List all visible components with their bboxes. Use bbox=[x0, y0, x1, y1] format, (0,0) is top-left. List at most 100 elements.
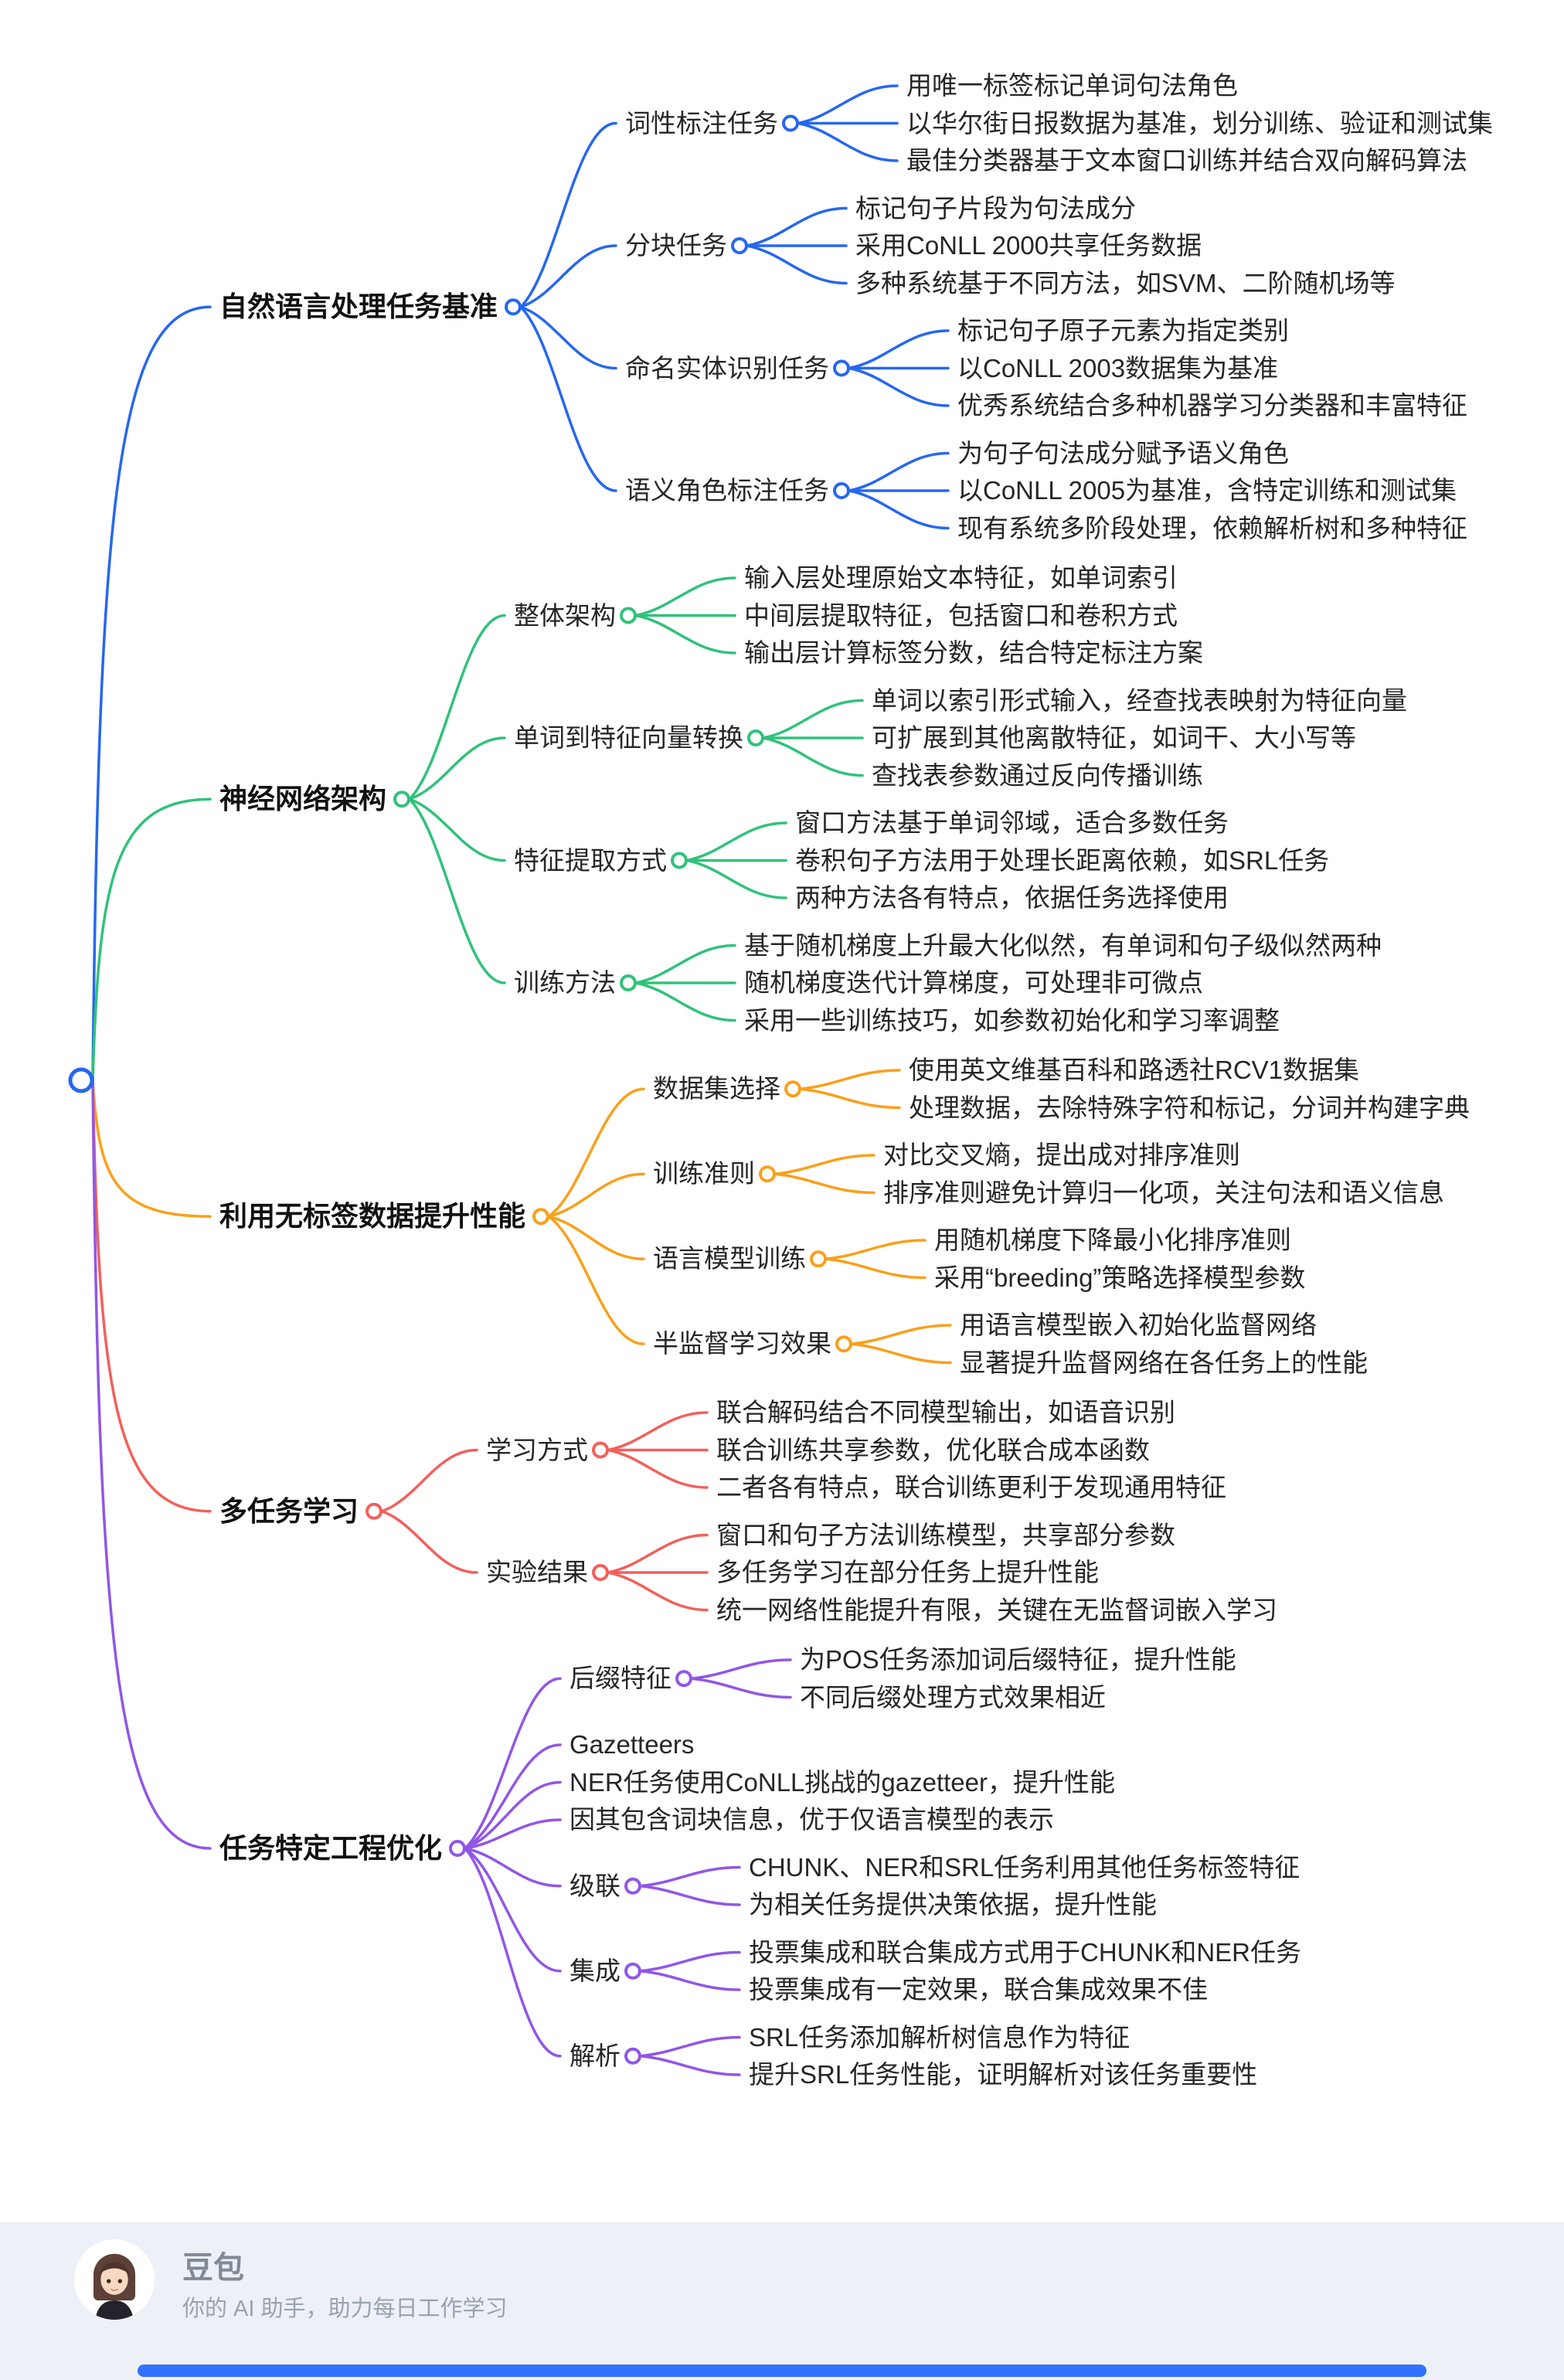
edge-curve bbox=[380, 1448, 478, 1513]
leaf-node-text[interactable]: 输出层计算标签分数，结合特定标注方案 bbox=[744, 638, 1203, 667]
leaf-node-text[interactable]: 以CoNLL 2005为基准，含特定训练和测试集 bbox=[957, 476, 1457, 505]
edge-curve bbox=[634, 576, 736, 617]
leaf-node-text[interactable]: 单词以索引形式输入，经查找表映射为特征向量 bbox=[872, 685, 1407, 715]
leaf-node-text[interactable]: 随机梯度迭代计算梯度，可处理非可微点 bbox=[744, 968, 1203, 997]
sub-node-label[interactable]: 特征提取方式 bbox=[514, 845, 667, 875]
leaf-node-text[interactable]: 不同后缀处理方式效果相近 bbox=[800, 1682, 1106, 1712]
leaf-node-text[interactable]: 对比交叉熵，提出成对排序准则 bbox=[883, 1141, 1240, 1169]
edge-curve bbox=[685, 821, 787, 862]
leaf-node-text[interactable]: 显著提升监督网络在各任务上的性能 bbox=[960, 1348, 1368, 1377]
leaf-node-text[interactable]: 为相关任务提供决策依据，提升性能 bbox=[749, 1890, 1157, 1919]
leaf-node-text[interactable]: 采用CoNLL 2000共享任务数据 bbox=[855, 231, 1202, 260]
leaf-node-text[interactable]: 查找表参数通过反向传播训练 bbox=[872, 760, 1203, 790]
leaf-node-text[interactable]: 优秀系统结合多种机器学习分类器和丰富特征 bbox=[957, 391, 1467, 420]
edge-curve bbox=[762, 736, 864, 777]
leaf-node-text[interactable]: 用随机梯度下降最小化排序准则 bbox=[934, 1226, 1291, 1254]
sub-node-label[interactable]: 后缀特征 bbox=[570, 1664, 672, 1693]
edge-curve bbox=[464, 1847, 562, 1888]
edge-curve bbox=[848, 366, 950, 407]
label-layer: 自然语言处理任务基准 词性标注任务 用唯一标签标记单词句法角色以华尔街日报数据为基准… bbox=[219, 71, 1493, 2089]
sub-node-label[interactable]: 训练方法 bbox=[514, 968, 616, 997]
leaf-node-text[interactable]: SRL任务添加解析树信息作为特征 bbox=[749, 2022, 1130, 2052]
root-node-circle[interactable] bbox=[68, 1067, 94, 1093]
leaf-node-text[interactable]: 为句子句法成分赋予语义角色 bbox=[957, 438, 1289, 468]
leaf-node-text[interactable]: 用唯一标签标记单词句法角色 bbox=[906, 71, 1238, 100]
edge-curve bbox=[547, 1087, 645, 1218]
leaf-node-text[interactable]: 投票集成和联合集成方式用于CHUNK和NER任务 bbox=[749, 1937, 1302, 1967]
edge-curve bbox=[762, 699, 864, 740]
sub-node-label[interactable]: 解析 bbox=[570, 2041, 620, 2070]
leaf-node-text[interactable]: 处理数据，去除特殊字符和标记，分词并构建字典 bbox=[909, 1093, 1470, 1122]
sub-node-label[interactable]: 实验结果 bbox=[486, 1558, 588, 1586]
edge-curve bbox=[408, 797, 506, 862]
sub-node-label[interactable]: 词性标注任务 bbox=[625, 108, 778, 138]
leaf-node-text[interactable]: 两种方法各有特点，依据任务选择使用 bbox=[795, 883, 1229, 912]
sub-node-label[interactable]: 单词到特征向量转换 bbox=[514, 723, 743, 752]
edge-curve bbox=[408, 797, 506, 984]
leaf-node-text[interactable]: 用语言模型嵌入初始化监督网络 bbox=[960, 1311, 1317, 1339]
leaf-node-text[interactable]: 投票集成有一定效果，联合集成效果不佳 bbox=[749, 1975, 1208, 2004]
edge-curve bbox=[774, 1172, 876, 1195]
branch-node-label[interactable]: 任务特定工程优化 bbox=[219, 1832, 443, 1864]
edge-curve bbox=[799, 1069, 901, 1090]
edge-curve bbox=[639, 1885, 741, 1906]
leaf-node-text[interactable]: 标记句子原子元素为指定类别 bbox=[957, 316, 1289, 345]
leaf-node-text[interactable]: 卷积句子方法用于处理长距离依赖，如SRL任务 bbox=[795, 845, 1330, 875]
leaf-node-text[interactable]: 现有系统多阶段处理，依赖解析树和多种特征 bbox=[957, 513, 1467, 542]
leaf-node-text[interactable]: 使用英文维基百科和路透社RCV1数据集 bbox=[909, 1056, 1360, 1084]
leaf-node-text[interactable]: 提升SRL任务性能，证明解析对该任务重要性 bbox=[749, 2060, 1258, 2089]
leaf-node-text[interactable]: 采用“breeding”策略选择模型参数 bbox=[934, 1263, 1306, 1292]
leaf-node-text[interactable]: 中间层提取特征，包括窗口和卷积方式 bbox=[744, 600, 1178, 630]
leaf-node-text[interactable]: 二者各有特点，联合训练更利于发现通用特征 bbox=[716, 1473, 1226, 1501]
leaf-node-text[interactable]: 因其包含词块信息，优于仅语言模型的表示 bbox=[570, 1805, 1054, 1834]
doubao-avatar bbox=[74, 2239, 155, 2320]
edge-curve bbox=[408, 614, 506, 801]
sub-node-label[interactable]: 半监督学习效果 bbox=[653, 1329, 831, 1358]
leaf-node-text[interactable]: 输入层处理原始文本特征，如单词索引 bbox=[744, 563, 1178, 592]
leaf-node-text[interactable]: 统一网络性能提升有限，关键在无监督词嵌入学习 bbox=[716, 1595, 1277, 1624]
leaf-node-text[interactable]: 联合解码结合不同模型输出，如语音识别 bbox=[716, 1398, 1175, 1426]
leaf-node-text[interactable]: 标记句子片段为句法成分 bbox=[855, 193, 1136, 223]
edge-curve bbox=[464, 1847, 562, 1973]
leaf-node-text[interactable]: 窗口方法基于单词邻域，适合多数任务 bbox=[795, 808, 1229, 837]
sub-node-label[interactable]: 命名实体识别任务 bbox=[625, 353, 829, 382]
leaf-node-text[interactable]: 基于随机梯度上升最大化似然，有单词和句子级似然两种 bbox=[744, 930, 1382, 960]
avatar-girl-illustration bbox=[74, 2239, 155, 2320]
edge-curve bbox=[639, 2035, 741, 2058]
sub-node-label[interactable]: 语义角色标注任务 bbox=[625, 476, 829, 505]
leaf-node-text[interactable]: 排序准则避免计算归一化项，关注句法和语义信息 bbox=[883, 1178, 1444, 1207]
leaf-node-text[interactable]: 可扩展到其他离散特征，如词干、大小写等 bbox=[872, 723, 1356, 752]
leaf-node-text[interactable]: 为POS任务添加词后缀特征，提升性能 bbox=[800, 1645, 1236, 1674]
sub-node-label[interactable]: 分块任务 bbox=[625, 231, 727, 260]
edge-curve bbox=[848, 451, 950, 492]
sub-node-label[interactable]: 数据集选择 bbox=[653, 1074, 780, 1103]
sub-node-label[interactable]: 语言模型训练 bbox=[653, 1244, 806, 1273]
leaf-node-text[interactable]: NER任务使用CoNLL挑战的gazetteer，提升性能 bbox=[570, 1767, 1115, 1797]
edge-curve bbox=[690, 1677, 792, 1699]
leaf-node-text[interactable]: Gazetteers bbox=[570, 1730, 695, 1759]
leaf-node-text[interactable]: 以华尔街日报数据为基准，划分训练、验证和测试集 bbox=[906, 108, 1493, 138]
leaf-node-text[interactable]: 多种系统基于不同方法，如SVM、二阶随机场等 bbox=[855, 268, 1396, 298]
branch-node-label[interactable]: 神经网络架构 bbox=[219, 783, 387, 815]
sub-node-label[interactable]: 整体架构 bbox=[514, 600, 616, 630]
edge-curve bbox=[848, 489, 950, 530]
leaf-node-text[interactable]: 多任务学习在部分任务上提升性能 bbox=[716, 1558, 1099, 1586]
edge-curve bbox=[850, 1324, 952, 1345]
leaf-node-text[interactable]: 采用一些训练技巧，如参数初始化和学习率调整 bbox=[744, 1005, 1280, 1035]
leaf-node-text[interactable]: 联合训练共享参数，优化联合成本函数 bbox=[716, 1435, 1150, 1464]
leaf-node-text[interactable]: 窗口和句子方法训练模型，共享部分参数 bbox=[716, 1520, 1175, 1549]
sub-node-label[interactable]: 学习方式 bbox=[486, 1435, 588, 1464]
edge-curve bbox=[607, 1533, 709, 1574]
leaf-node-text[interactable]: 以CoNLL 2003数据集为基准 bbox=[957, 353, 1279, 382]
branch-node-label[interactable]: 自然语言处理任务基准 bbox=[219, 291, 498, 323]
sub-node-label[interactable]: 集成 bbox=[570, 1956, 620, 1985]
edge-curve bbox=[519, 305, 617, 492]
branch-node-label[interactable]: 多任务学习 bbox=[219, 1494, 359, 1527]
sub-node-label[interactable]: 级联 bbox=[570, 1871, 620, 1900]
edge-curve bbox=[634, 981, 736, 1022]
leaf-node-text[interactable]: 最佳分类器基于文本窗口训练并结合双向解码算法 bbox=[906, 146, 1467, 175]
sub-node-label[interactable]: 训练准则 bbox=[653, 1159, 755, 1188]
branch-node-label[interactable]: 利用无标签数据提升性能 bbox=[219, 1200, 526, 1232]
leaf-node-text[interactable]: CHUNK、NER和SRL任务利用其他任务标签特征 bbox=[749, 1852, 1300, 1882]
